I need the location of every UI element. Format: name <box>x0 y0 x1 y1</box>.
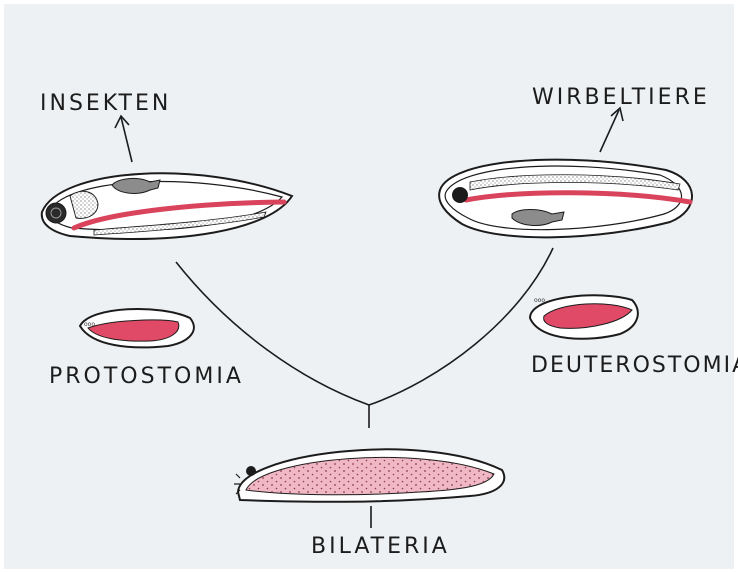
protostomia-embryo: ooo <box>80 309 194 347</box>
svg-text:ooo: ooo <box>84 321 95 328</box>
label-protostomia: PROTOSTOMIA <box>49 366 244 388</box>
arrow-insekten <box>115 116 132 162</box>
label-insekten: INSEKTEN <box>40 93 171 115</box>
arrow-wirbeltiere <box>600 108 623 152</box>
insect-embryo <box>42 173 292 239</box>
label-wirbeltiere: WIRBELTIERE <box>532 87 710 109</box>
deuterostomia-embryo: ooo <box>530 295 638 338</box>
label-bilateria: BILATERIA <box>311 536 450 558</box>
bilateria-head-spot <box>246 466 256 476</box>
vertebrate-embryo <box>439 160 692 238</box>
label-deuterostomia: DEUTEROSTOMIA <box>531 355 738 377</box>
svg-text:ooo: ooo <box>534 297 545 304</box>
bilateria-embryo <box>234 449 504 501</box>
branch-deuterostomia <box>369 248 553 405</box>
vertebrate-eye <box>452 187 468 203</box>
